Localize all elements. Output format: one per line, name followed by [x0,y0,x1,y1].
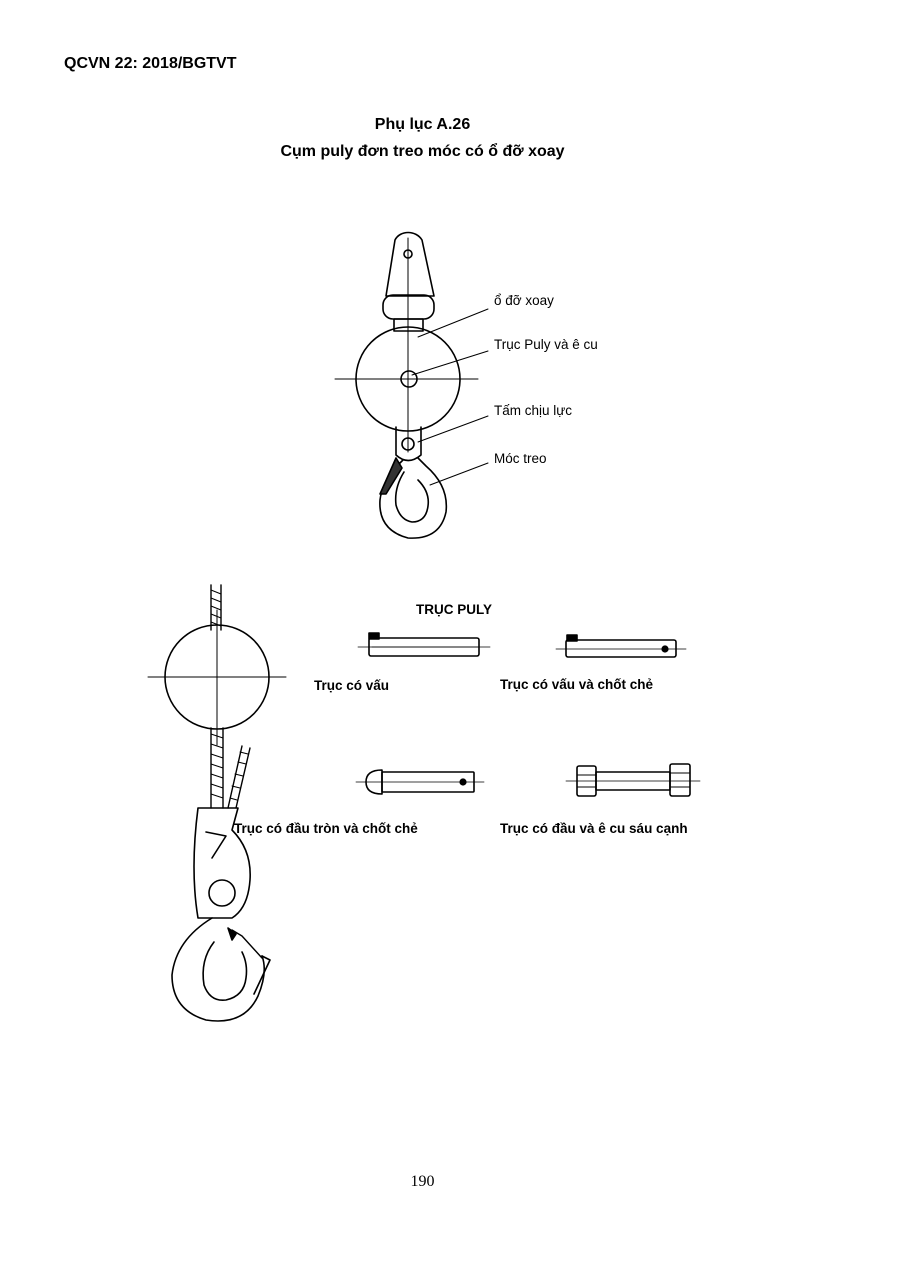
appendix-subtitle: Cụm puly đơn treo móc có ổ đỡ xoay [280,143,565,160]
label-hook: Móc treo [494,451,547,466]
label-axle-nut: Trục Puly và ê cu [494,337,598,352]
label-axle-round-pin: Trục có đầu tròn và chốt chẻ [234,821,418,836]
appendix-title: Phụ lục A.26 [374,116,471,133]
label-axle-hex-nut: Trục có đầu và ê cu sáu cạnh [500,821,688,836]
axle-round-pin [355,769,485,795]
axle-section-heading: TRỤC PULY [416,602,493,617]
label-load-plate: Tấm chịu lực [494,403,573,418]
page-number: 190 [410,1173,435,1190]
top-pulley-assembly [334,231,489,539]
bottom-pulley-assembly [147,584,287,1022]
label-axle-lug: Trục có vấu [314,678,390,693]
label-swivel-bearing: ổ đỡ xoay [494,293,554,308]
axle-lug-pin [555,634,687,658]
axle-hex-nut [565,763,701,797]
document-code: QCVN 22: 2018/BGTVT [64,55,237,72]
label-axle-lug-pin: Trục có vấu và chốt chẻ [500,677,654,692]
axle-lug [357,632,491,657]
